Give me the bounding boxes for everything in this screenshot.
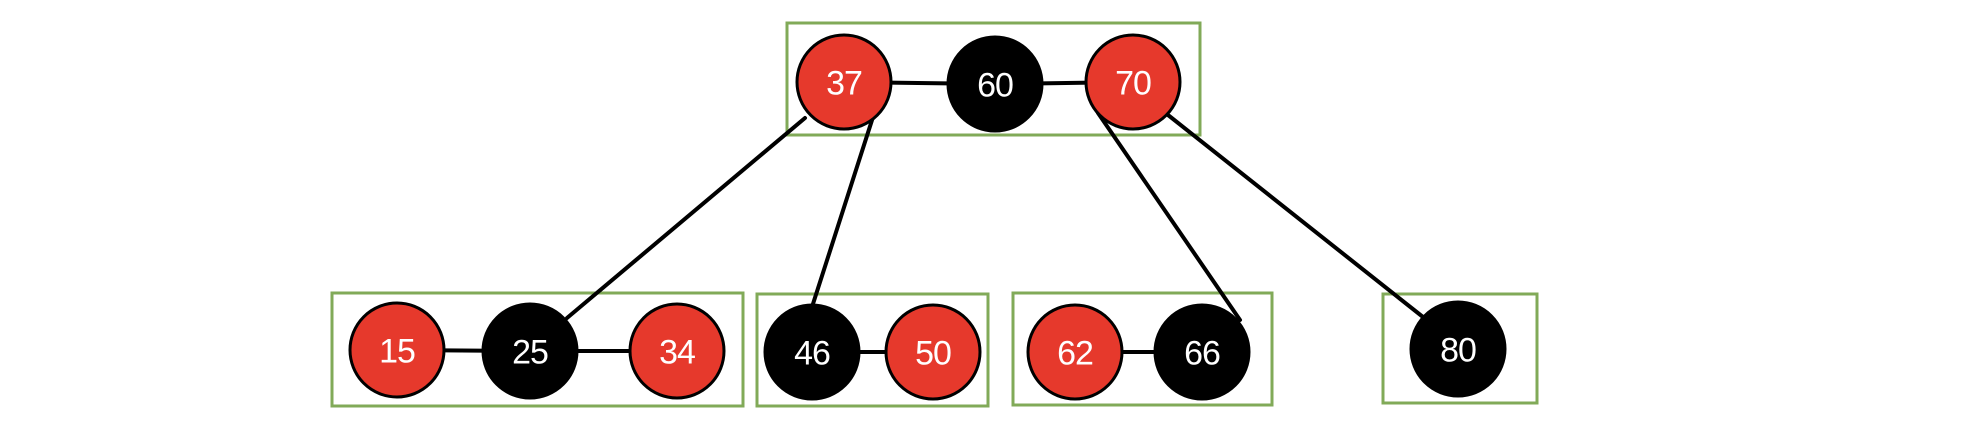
group-box-mid-left xyxy=(755,292,990,408)
tree-node-15 xyxy=(348,301,446,399)
tree-node-66 xyxy=(1153,303,1251,401)
edge-70-80 xyxy=(1166,113,1425,319)
tree-node-50 xyxy=(884,303,982,401)
node-label-15: 15 xyxy=(379,332,415,370)
node-label-70: 70 xyxy=(1115,64,1151,102)
node-label-80: 80 xyxy=(1440,331,1476,369)
group-box-right xyxy=(1381,292,1539,405)
node-label-25: 25 xyxy=(512,333,548,371)
tree-node-37 xyxy=(795,33,893,131)
tree-node-60 xyxy=(946,35,1044,133)
group-box-root xyxy=(785,21,1202,137)
node-label-34: 34 xyxy=(659,333,695,371)
group-box-mid-right xyxy=(1011,291,1274,407)
edge-37-46 xyxy=(810,115,875,309)
node-label-37: 37 xyxy=(826,64,862,102)
tree-node-34 xyxy=(628,302,726,400)
tree-node-62 xyxy=(1026,303,1124,401)
tree-node-46 xyxy=(763,303,861,401)
node-label-62: 62 xyxy=(1057,334,1093,372)
tree-node-25 xyxy=(481,302,579,400)
node-label-46: 46 xyxy=(794,334,830,372)
node-label-60: 60 xyxy=(977,66,1013,104)
node-label-66: 66 xyxy=(1184,334,1220,372)
tree-node-80 xyxy=(1409,300,1507,398)
tree-node-70 xyxy=(1084,33,1182,131)
group-box-left xyxy=(330,291,745,408)
edge-70-66 xyxy=(1096,111,1242,322)
edge-37-25 xyxy=(565,116,807,320)
node-label-50: 50 xyxy=(915,334,951,372)
